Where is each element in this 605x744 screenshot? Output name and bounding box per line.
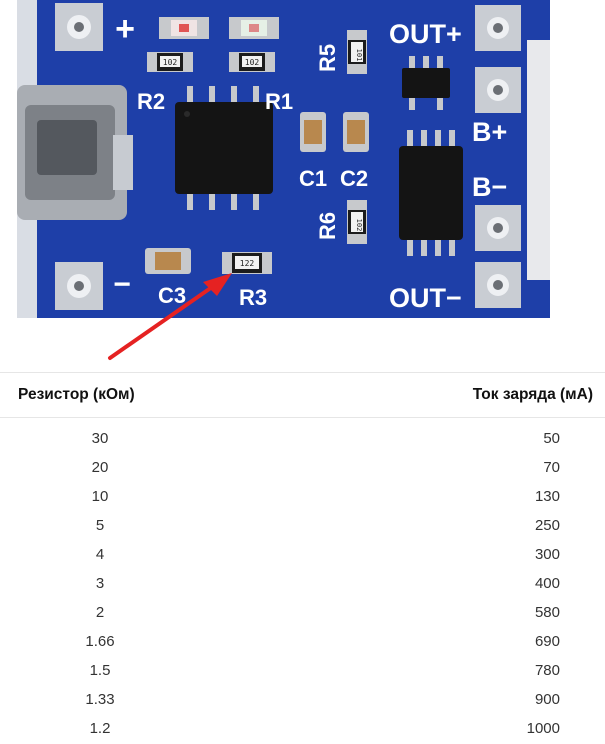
- pad-plus: [55, 3, 103, 51]
- current-value: 690: [534, 633, 560, 650]
- resistor-r6: 102: [347, 200, 367, 244]
- resistor-r5: 101: [347, 30, 367, 74]
- label-c1: C1: [299, 166, 327, 191]
- current-value: 900: [534, 691, 560, 708]
- current-value: 250: [534, 517, 560, 534]
- label-minus: −: [113, 268, 131, 301]
- resistor-r1: 102: [229, 52, 275, 72]
- r3-code: 122: [240, 259, 255, 268]
- resistor-value: 20: [91, 459, 109, 476]
- mosfet-chip: [399, 130, 463, 256]
- table-row: 10 130: [0, 482, 605, 511]
- label-out-minus: OUT−: [389, 283, 462, 313]
- label-plus: +: [115, 10, 135, 48]
- label-r3: R3: [239, 285, 267, 310]
- current-value: 50: [543, 430, 560, 447]
- pad-out-plus: [475, 5, 521, 51]
- charger-board-photo: 102 102 122 101 102: [17, 0, 550, 318]
- table-row: 1.2 1000: [0, 714, 605, 743]
- r1-code: 102: [245, 58, 260, 67]
- capacitor-c2: [343, 112, 369, 152]
- current-value: 300: [534, 546, 560, 563]
- current-value: 1000: [526, 720, 560, 737]
- charger-ic-chip: [175, 86, 273, 210]
- current-value: 130: [534, 488, 560, 505]
- label-r5: R5: [315, 44, 340, 72]
- table-row: 4 300: [0, 540, 605, 569]
- current-value: 580: [534, 604, 560, 621]
- table-row: 5 250: [0, 511, 605, 540]
- resistor-value: 30: [91, 430, 109, 447]
- current-value: 780: [534, 662, 560, 679]
- label-r1: R1: [265, 89, 293, 114]
- resistor-r3: 122: [222, 252, 272, 274]
- table-row: 3 400: [0, 569, 605, 598]
- resistor-r2: 102: [147, 52, 193, 72]
- table-header-row: Резистор (кОм) Ток заряда (мА): [0, 372, 605, 418]
- table-row: 30 50: [0, 418, 605, 454]
- resistor-value: 3: [95, 575, 105, 592]
- resistor-value: 5: [95, 517, 105, 534]
- pad-out-minus: [475, 262, 521, 308]
- resistor-value: 1.5: [89, 662, 111, 679]
- pad-b-minus: [475, 205, 521, 251]
- resistor-value: 1.33: [85, 691, 115, 708]
- label-b-plus: B+: [472, 117, 507, 147]
- micro-usb-connector: [17, 85, 133, 220]
- protection-ic: [402, 56, 450, 110]
- resistor-value: 1.66: [85, 633, 115, 650]
- table-row: 1.5 780: [0, 656, 605, 685]
- header-charge-current: Ток заряда (мА): [200, 372, 605, 418]
- capacitor-c1: [300, 112, 326, 152]
- resistor-value: 1.2: [89, 720, 111, 737]
- label-b-minus: B−: [472, 172, 507, 202]
- label-c3: C3: [158, 283, 186, 308]
- table-row: 2 580: [0, 598, 605, 627]
- label-r6: R6: [315, 212, 340, 240]
- label-r2: R2: [137, 89, 165, 114]
- header-resistor: Резистор (кОм): [0, 372, 200, 418]
- resistor-value: 4: [95, 546, 105, 563]
- label-c2: C2: [340, 166, 368, 191]
- r2-code: 102: [163, 58, 178, 67]
- current-value: 400: [534, 575, 560, 592]
- table-row: 1.66 690: [0, 627, 605, 656]
- resistor-value: 10: [91, 488, 109, 505]
- led-green: [229, 17, 279, 39]
- capacitor-c3: [145, 248, 191, 274]
- pad-b-plus: [475, 67, 521, 113]
- label-out-plus: OUT+: [389, 19, 462, 49]
- r6-code: 102: [355, 219, 363, 232]
- resistor-value: 2: [95, 604, 105, 621]
- r5-code: 101: [355, 49, 363, 62]
- led-red: [159, 17, 209, 39]
- current-value: 70: [543, 459, 560, 476]
- pad-minus: [55, 262, 103, 310]
- table-row: 1.33 900: [0, 685, 605, 714]
